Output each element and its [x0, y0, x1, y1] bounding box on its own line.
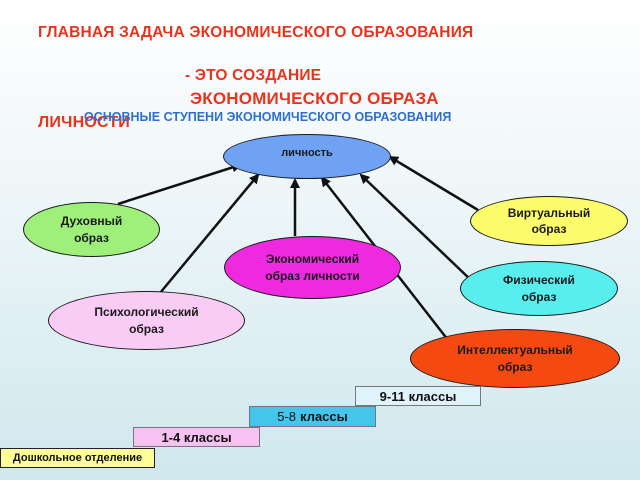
step-grades-5-8: 5-8 классы [249, 406, 376, 427]
node-intellectual-image: Интеллектуальный образ [410, 329, 620, 388]
step-grades-1-4: 1-4 классы [133, 427, 260, 447]
title-line-3: ЭКОНОМИЧЕСКОГО ОБРАЗА [190, 89, 439, 108]
arrow-physical-to-center [359, 173, 474, 283]
arrow-virtual-to-center [388, 155, 479, 212]
step-grades-5-8-word: классы [300, 409, 348, 424]
arrow-spiritual-to-center [117, 162, 242, 206]
step-preschool: Дошкольное отделение [0, 448, 155, 468]
node-physical-image: Физический образ [460, 261, 618, 316]
node-economic-image: Экономический образ личности [224, 236, 401, 299]
node-personality: личность [223, 134, 391, 179]
title-line-1: ГЛАВНАЯ ЗАДАЧА ЭКОНОМИЧЕСКОГО ОБРАЗОВАНИ… [38, 24, 474, 41]
step-grades-5-8-number: 5-8 [277, 409, 297, 424]
node-spiritual-image: Духовный образ [23, 202, 160, 257]
title-line-2: - ЭТО СОЗДАНИЕ [185, 67, 322, 84]
node-virtual-image: Виртуальный образ [470, 196, 628, 246]
arrow-psychological-to-center [159, 173, 260, 294]
node-psychological-image: Психологический образ [48, 291, 245, 350]
title-line-4: ЛИЧНОСТИ [38, 114, 130, 131]
subtitle: ОСНОВНЫЕ СТУПЕНИ ЭКОНОМИЧЕСКОГО ОБРАЗОВА… [84, 110, 452, 124]
step-grades-9-11: 9-11 классы [355, 386, 481, 406]
